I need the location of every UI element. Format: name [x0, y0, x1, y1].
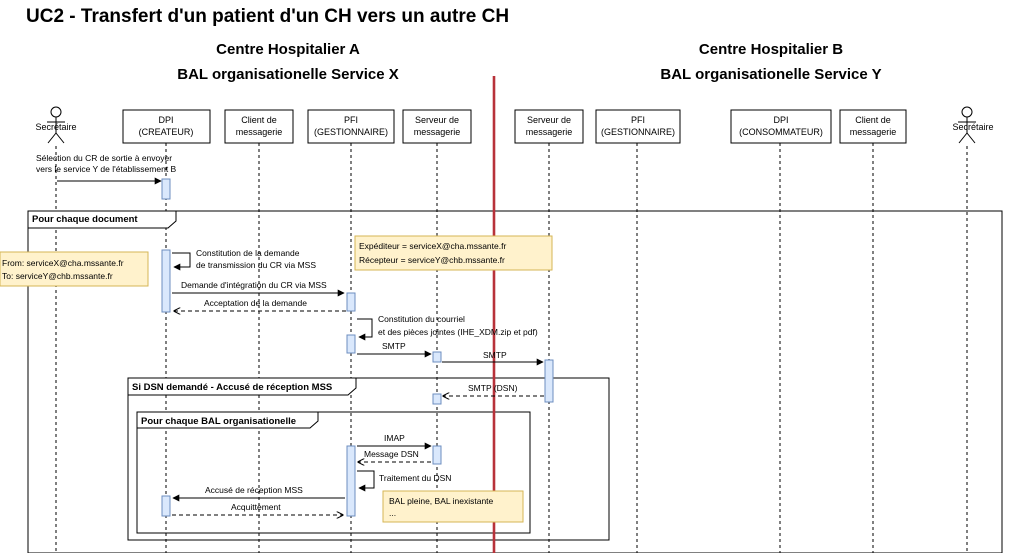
svg-text:(GESTIONNAIRE): (GESTIONNAIRE) [601, 127, 675, 137]
svg-text:Client de: Client de [241, 115, 277, 125]
diagram-title: UC2 - Transfert d'un patient d'un CH ver… [26, 6, 509, 27]
hospital-b-bal: BAL organisationelle Service Y [660, 66, 881, 83]
participant-serveur-messagerie-a: Serveur de messagerie [402, 109, 472, 144]
message-accuse-reception: Accusé de réception MSS [172, 485, 345, 502]
participant-dpi-createur: DPI (CREATEUR) [122, 109, 211, 144]
svg-text:Serveur de: Serveur de [527, 115, 571, 125]
svg-text:Constitution du courriel: Constitution du courriel [378, 314, 465, 324]
actor-label: Secrétaire [952, 122, 993, 132]
activation-bar [432, 393, 442, 405]
svg-text:Expéditeur = serviceX@cha.mssa: Expéditeur = serviceX@cha.mssante.fr [359, 241, 506, 251]
note-bal-pleine: BAL pleine, BAL inexistante ... [382, 490, 524, 523]
frame-pour-chaque-bal: Pour chaque BAL organisationelle [136, 411, 531, 534]
activation-bar [346, 334, 356, 354]
message-demande-integration: Demande d'intégration du CR via MSS [172, 280, 345, 297]
message-selection-cr: Sélection du CR de sortie à envoyer vers… [36, 153, 177, 185]
svg-text:Message DSN: Message DSN [364, 449, 419, 459]
svg-text:SMTP: SMTP [382, 341, 406, 351]
svg-text:PFI: PFI [631, 115, 645, 125]
activation-bar [161, 249, 171, 313]
svg-text:(CREATEUR): (CREATEUR) [139, 127, 194, 137]
svg-text:Client de: Client de [855, 115, 891, 125]
actor-secretaire-b: Secrétaire [952, 106, 994, 144]
svg-text:DPI: DPI [158, 115, 173, 125]
svg-text:Sélection du CR de sortie à en: Sélection du CR de sortie à envoyer [36, 153, 172, 163]
svg-text:Récepteur = serviceY@chb.mssan: Récepteur = serviceY@chb.mssante.fr [359, 255, 505, 265]
actor-label: Secrétaire [35, 122, 76, 132]
svg-text:BAL pleine, BAL inexistante: BAL pleine, BAL inexistante [389, 496, 494, 506]
svg-text:vers le service Y de l'établis: vers le service Y de l'établissement B [36, 164, 177, 174]
svg-text:Pour chaque BAL organisationel: Pour chaque BAL organisationelle [141, 416, 296, 427]
svg-text:IMAP: IMAP [384, 433, 405, 443]
svg-text:Si DSN demandé - Accusé de réc: Si DSN demandé - Accusé de réception MSS [132, 382, 332, 393]
svg-text:PFI: PFI [344, 115, 358, 125]
svg-text:...: ... [389, 508, 396, 518]
activation-bar [432, 351, 442, 363]
svg-text:DPI: DPI [773, 115, 788, 125]
participant-dpi-consommateur: DPI (CONSOMMATEUR) [730, 109, 832, 144]
note-from-to: From: serviceX@cha.mssante.fr To: servic… [0, 251, 149, 287]
activation-bar [161, 495, 171, 517]
note-expediteur-recepteur: Expéditeur = serviceX@cha.mssante.fr Réc… [354, 235, 553, 271]
svg-text:Constitution de la demande: Constitution de la demande [196, 248, 300, 258]
message-acquittement: Acquittement [172, 502, 343, 515]
activation-bar [544, 359, 554, 403]
svg-text:(CONSOMMATEUR): (CONSOMMATEUR) [739, 127, 823, 137]
svg-text:SMTP: SMTP [483, 350, 507, 360]
svg-text:Acquittement: Acquittement [231, 502, 281, 512]
actor-secretaire-a: Secrétaire [35, 106, 77, 144]
svg-text:(GESTIONNAIRE): (GESTIONNAIRE) [314, 127, 388, 137]
svg-text:messagerie: messagerie [850, 127, 897, 137]
svg-text:To: serviceY@chb.mssante.fr: To: serviceY@chb.mssante.fr [2, 271, 113, 281]
participant-serveur-messagerie-b: Serveur de messagerie [514, 109, 584, 144]
svg-text:messagerie: messagerie [236, 127, 283, 137]
svg-text:messagerie: messagerie [414, 127, 461, 137]
activation-bar [161, 178, 171, 200]
svg-text:Demande d'intégration du CR vi: Demande d'intégration du CR via MSS [181, 280, 327, 290]
svg-text:Traitement du DSN: Traitement du DSN [379, 473, 451, 483]
message-constitution-courriel: Constitution du courriel et des pièces j… [357, 314, 538, 341]
activation-bar [346, 445, 356, 517]
svg-text:Acceptation de la demande: Acceptation de la demande [204, 298, 307, 308]
svg-text:messagerie: messagerie [526, 127, 573, 137]
svg-text:Pour chaque document: Pour chaque document [32, 214, 138, 225]
message-imap: IMAP [357, 433, 432, 450]
messages: Sélection du CR de sortie à envoyer vers… [36, 153, 544, 515]
hospital-b-name: Centre Hospitalier B [699, 41, 843, 58]
activation-bars [161, 178, 554, 517]
svg-text:Accusé de réception MSS: Accusé de réception MSS [205, 485, 303, 495]
participant-pfi-gestionnaire-b: PFI (GESTIONNAIRE) [595, 109, 681, 144]
activation-bar [346, 292, 356, 312]
svg-text:et des pièces jointes (IHE_XDM: et des pièces jointes (IHE_XDM.zip et pd… [378, 327, 538, 337]
participant-client-messagerie-a: Client de messagerie [224, 109, 294, 144]
svg-text:From: serviceX@cha.mssante.fr: From: serviceX@cha.mssante.fr [2, 258, 124, 268]
svg-text:SMTP (DSN): SMTP (DSN) [468, 383, 518, 393]
message-dsn: Message DSN [358, 449, 431, 462]
frame-si-dsn-demande: Si DSN demandé - Accusé de réception MSS [127, 377, 610, 541]
activation-bar [432, 445, 442, 465]
message-acceptation: Acceptation de la demande [174, 298, 346, 311]
frame-pour-chaque-document: Pour chaque document [27, 210, 1003, 553]
message-smtp-1: SMTP [357, 341, 432, 358]
participant-pfi-gestionnaire-a: PFI (GESTIONNAIRE) [307, 109, 395, 144]
message-traitement-dsn: Traitement du DSN [357, 470, 451, 492]
hospital-a-bal: BAL organisationelle Service X [177, 66, 398, 83]
message-constitution-demande: Constitution de la demande de transmissi… [172, 248, 316, 271]
participants: Secrétaire DPI (CREATEUR) Client de mess… [35, 106, 994, 144]
svg-text:Serveur de: Serveur de [415, 115, 459, 125]
participant-client-messagerie-b: Client de messagerie [839, 109, 907, 144]
message-smtp-2: SMTP [442, 350, 544, 366]
hospital-a-name: Centre Hospitalier A [216, 41, 360, 58]
svg-text:de transmission du CR via MSS: de transmission du CR via MSS [196, 260, 316, 270]
message-smtp-dsn: SMTP (DSN) [443, 383, 544, 396]
